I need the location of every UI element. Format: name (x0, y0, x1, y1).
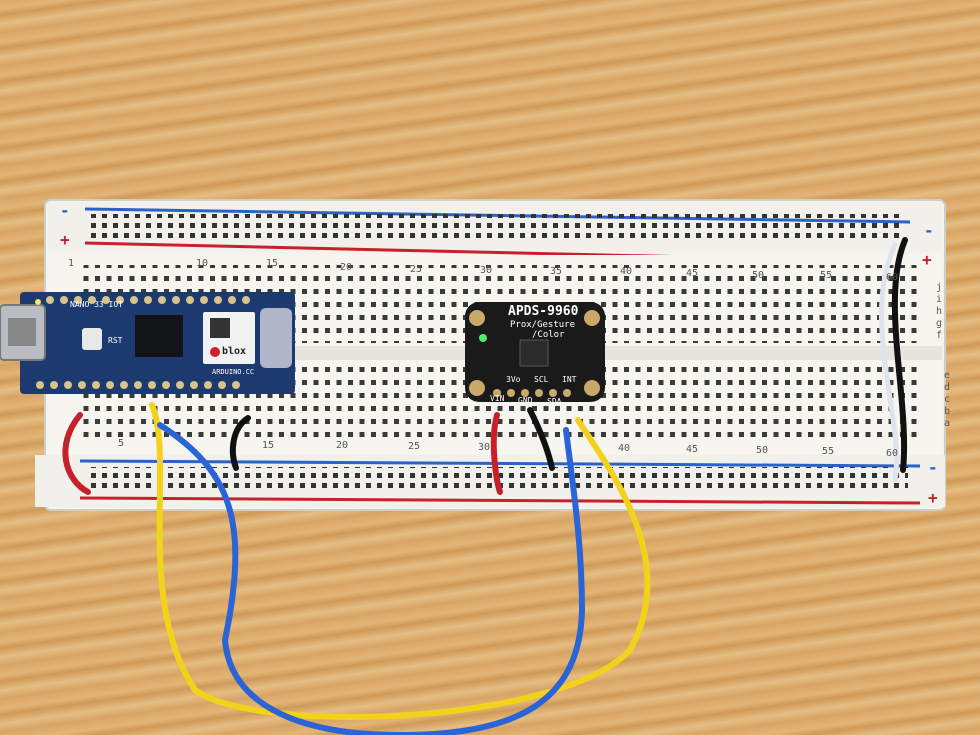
reset-button[interactable] (82, 328, 102, 350)
qr-code (210, 318, 230, 338)
ublox-logo-icon (210, 347, 220, 357)
sensor-subtitle-line-2: /Color (532, 330, 565, 340)
top-rail-plus-left: + (60, 230, 70, 249)
arduino-brand-label: ARDUINO.CC (212, 368, 255, 376)
yellow-wire (149, 402, 651, 720)
sensor-pin-label-gnd: GND (518, 396, 533, 405)
mount-hole-top-right (584, 310, 600, 326)
column-number: 25 (410, 264, 423, 275)
top-rail-plus-right: + (922, 250, 932, 269)
row-letter: a (944, 418, 951, 429)
column-number: 20 (336, 440, 349, 451)
green-led (479, 334, 487, 342)
sensor-pin-label-int: INT (562, 375, 577, 384)
row-letter: e (944, 370, 951, 381)
arduino-pins-top (46, 296, 250, 304)
column-number: 45 (686, 444, 699, 455)
column-number: 40 (618, 443, 631, 454)
column-number: 50 (756, 445, 769, 456)
arduino-pins-bottom (36, 381, 240, 389)
column-number: 1 (68, 258, 75, 269)
row-letter: g (936, 318, 943, 329)
row-letter: d (944, 382, 951, 393)
sensor-pin-label-3vo: 3Vo (506, 375, 521, 384)
mount-hole-bottom-left (469, 380, 485, 396)
sensor-pin-label-scl: SCL (534, 375, 549, 384)
column-number: 40 (620, 266, 633, 277)
red-wire-sensor (490, 412, 503, 495)
mount-hole-bottom-right (584, 380, 600, 396)
bottom-rail-minus-right: - (928, 458, 938, 477)
column-number: 15 (262, 440, 275, 451)
column-number: 20 (340, 262, 353, 273)
column-number: 25 (408, 441, 421, 452)
column-number: 45 (686, 268, 699, 279)
row-letter: h (936, 306, 943, 317)
sensor-chip (519, 339, 549, 367)
column-number: 1 (64, 436, 71, 447)
column-number: 30 (478, 442, 491, 453)
arduino-reset-label: RST (108, 336, 123, 345)
antenna-block (260, 308, 292, 368)
bottom-rail-plus-right: + (928, 488, 938, 507)
column-number: 30 (480, 265, 493, 276)
column-number: 55 (822, 446, 835, 457)
row-letter: i (936, 294, 943, 305)
row-letter: j (936, 282, 943, 293)
column-number: 50 (752, 270, 765, 281)
top-rail-holes (90, 214, 900, 238)
black-wire-sensor (527, 407, 555, 471)
column-number: 5 (118, 438, 125, 449)
row-letter: f (936, 330, 943, 341)
apds-sensor-board (465, 302, 605, 402)
row-letter: c (944, 394, 951, 405)
column-number: 35 (550, 266, 563, 277)
mount-hole-top-left (469, 310, 485, 326)
column-number: 60 (886, 272, 899, 283)
arduino-nano-board (0, 292, 295, 394)
ublox-brand-label: blox (222, 346, 247, 357)
white-wire-rail (879, 242, 899, 483)
black-wire-rail (891, 237, 908, 473)
sensor-pin-label-sda: SDA (547, 397, 562, 406)
row-letter: b (944, 406, 951, 417)
red-wire-left (62, 412, 91, 495)
column-number: 10 (196, 258, 209, 269)
column-number: 60 (886, 448, 899, 459)
sensor-pin-label-vin: VIN (490, 394, 505, 403)
microcontroller-chip (135, 315, 183, 357)
column-number: 55 (820, 270, 833, 281)
top-rail-minus-left: - (60, 201, 70, 220)
arduino-model-text: NANO 33 IOT (70, 300, 123, 309)
sensor-title: APDS-9960 (508, 304, 579, 319)
sensor-pin-pads (493, 389, 571, 397)
power-led (35, 299, 41, 305)
top-rail-minus-right: - (924, 221, 934, 240)
black-wire-arduino (229, 415, 251, 471)
bottom-rail-blue-line (79, 459, 921, 468)
column-number: 15 (266, 258, 279, 269)
sensor-subtitle-line-1: Prox/Gesture (510, 320, 576, 330)
bottom-rail-red-line (79, 496, 921, 505)
